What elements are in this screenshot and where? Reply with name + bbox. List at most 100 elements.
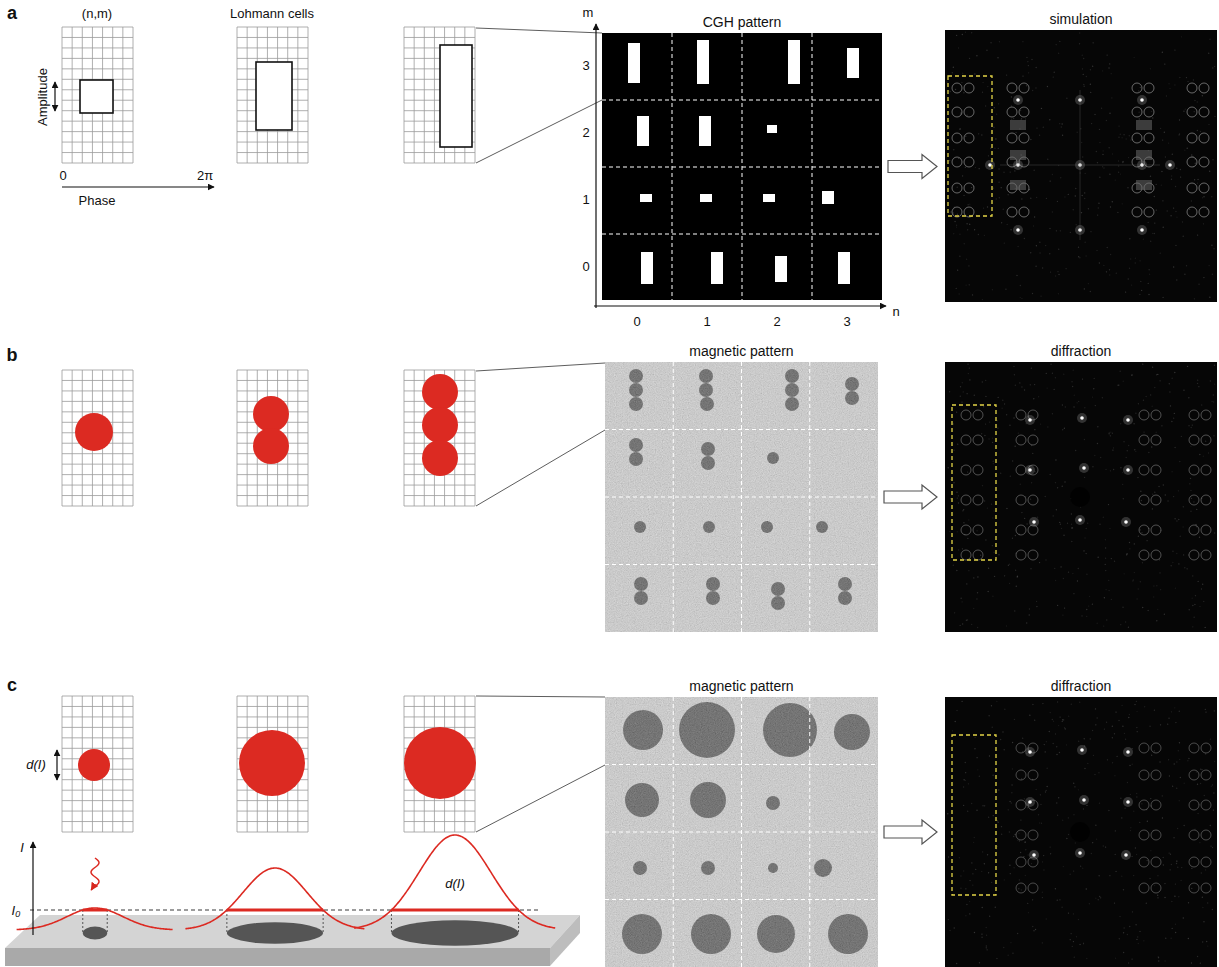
speckle <box>1112 153 1113 154</box>
speckle <box>1073 593 1074 594</box>
speckle <box>1174 518 1175 519</box>
ring <box>1028 550 1038 560</box>
speckle <box>1039 252 1040 253</box>
speckle <box>1181 36 1182 37</box>
speckle <box>982 485 983 486</box>
speckle <box>1105 539 1106 540</box>
speckle <box>1179 711 1180 712</box>
speckle <box>974 837 975 838</box>
highlight-box <box>952 405 996 560</box>
speckle <box>1158 960 1159 961</box>
speckle <box>1195 163 1196 164</box>
speckle <box>1083 808 1084 809</box>
speckle <box>1060 566 1061 567</box>
speckle <box>1082 68 1083 69</box>
speckle <box>1096 151 1097 152</box>
speckle <box>965 888 966 889</box>
speckle <box>1031 367 1032 368</box>
ring <box>1028 435 1038 445</box>
speckle <box>1026 85 1027 86</box>
hologram-cell <box>767 125 777 133</box>
speckle <box>1004 242 1005 243</box>
speckle <box>963 509 964 510</box>
speckle <box>1072 946 1073 947</box>
speckle <box>1194 100 1195 101</box>
speckle <box>1089 596 1090 597</box>
speckle <box>1168 759 1169 760</box>
speckle <box>1210 845 1211 846</box>
spot-glow <box>1025 797 1035 807</box>
speckle <box>1032 899 1033 900</box>
speckle <box>1046 741 1047 742</box>
speckle <box>1177 867 1178 868</box>
speckle <box>1012 768 1013 769</box>
edge-marker <box>226 910 227 933</box>
speckle <box>965 284 966 285</box>
speckle <box>967 538 968 539</box>
speckle <box>961 82 962 83</box>
ring <box>1144 83 1154 93</box>
zoom-line <box>476 430 605 506</box>
speckle <box>1154 387 1155 388</box>
speckle <box>1039 242 1040 243</box>
speckle <box>1128 627 1129 628</box>
speckle <box>1008 565 1009 566</box>
speckle <box>1200 768 1201 769</box>
speckle <box>1161 425 1162 426</box>
speckle <box>1049 253 1050 254</box>
speckle <box>1090 738 1091 739</box>
speckle <box>1120 467 1121 468</box>
speckle <box>1033 225 1034 226</box>
speckle <box>1110 470 1111 471</box>
speckle <box>1130 139 1131 140</box>
speckle <box>1063 719 1064 720</box>
edge-marker <box>518 910 519 933</box>
speckle <box>1171 378 1172 379</box>
speckle <box>1003 172 1004 173</box>
speckle <box>977 627 978 628</box>
ring <box>1144 107 1154 117</box>
speckle <box>1004 403 1005 404</box>
speckle <box>1075 842 1076 843</box>
speckle <box>1070 939 1071 940</box>
speckle <box>1074 395 1075 396</box>
speckle <box>1158 957 1159 958</box>
speckle <box>982 91 983 92</box>
speckle <box>957 497 958 498</box>
spot-glow <box>1121 850 1131 860</box>
speckle <box>1136 854 1137 855</box>
speckle <box>988 568 989 569</box>
ring <box>1139 550 1149 560</box>
speckle <box>1124 733 1125 734</box>
speckle <box>1183 506 1184 507</box>
speckle <box>1072 369 1073 370</box>
speckle <box>1050 712 1051 713</box>
speckle <box>975 167 976 168</box>
speckle <box>1099 802 1100 803</box>
speckle <box>1131 856 1132 857</box>
speckle <box>1086 76 1087 77</box>
ring <box>1189 883 1199 893</box>
speckle <box>1027 61 1028 62</box>
speckle <box>1191 154 1192 155</box>
hologram-cell <box>700 194 712 202</box>
ring <box>1139 465 1149 475</box>
ring <box>1016 830 1026 840</box>
phase-arrow <box>62 186 214 187</box>
ring <box>1187 107 1197 117</box>
speckle <box>1076 402 1077 403</box>
speckle <box>1042 897 1043 898</box>
speckle <box>1106 722 1107 723</box>
speckle <box>973 842 974 843</box>
ring <box>1016 883 1026 893</box>
speckle <box>954 612 955 613</box>
speckle <box>1088 208 1089 209</box>
speckle <box>979 776 980 777</box>
speckle <box>1184 274 1185 275</box>
speckle <box>1092 396 1093 397</box>
speckle <box>1016 586 1017 587</box>
panel-title: magnetic pattern <box>689 343 793 359</box>
speckle <box>1044 744 1045 745</box>
speckle <box>1100 897 1101 898</box>
speckle <box>1060 177 1061 178</box>
